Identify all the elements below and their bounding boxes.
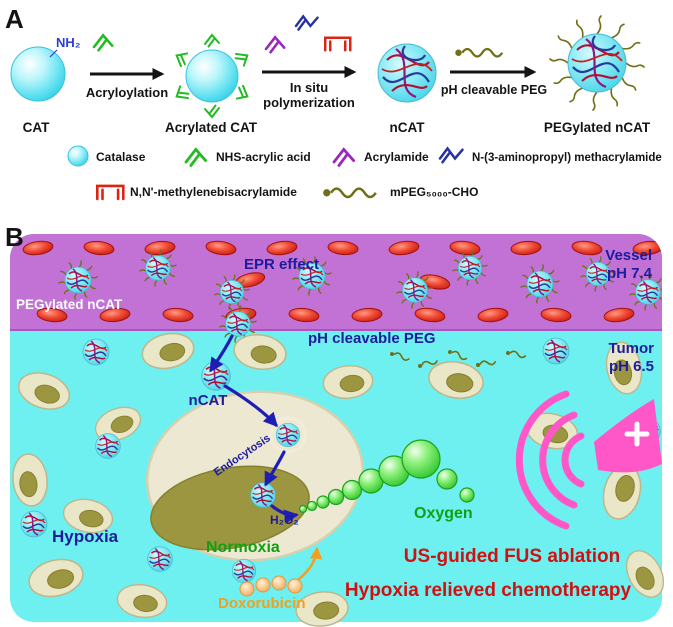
legend-nhs-acrylic-acid: NHS-acrylic acid xyxy=(216,150,311,164)
oxygen-bubbles xyxy=(298,439,475,514)
acrylic-acid-icon xyxy=(92,33,114,52)
acryloylation-label: Acryloylation xyxy=(86,85,168,100)
mpeg-icon xyxy=(454,47,504,58)
vessel-label-line1: Vessel xyxy=(605,247,652,264)
sound-wave-arcs xyxy=(515,390,585,530)
arrow-extravasation xyxy=(209,334,234,373)
cat-name: CAT xyxy=(23,120,50,135)
pegylated-ncat-vessel-label: PEGylated nCAT xyxy=(16,297,123,312)
acrylated-cat-sphere xyxy=(172,34,252,118)
h2o2-label: H₂O₂ xyxy=(270,513,299,527)
legend-catalase: Catalase xyxy=(96,150,146,164)
legend-acrylamide: Acrylamide xyxy=(364,150,429,164)
ultrasound-transducer xyxy=(515,390,662,530)
us-ablation-label: US-guided FUS ablation xyxy=(404,546,620,567)
arrow-h2o2-to-oxygen xyxy=(270,504,299,524)
nh2-bond xyxy=(49,49,58,58)
pegylated-ncat-sphere xyxy=(549,15,645,111)
arrow-intracellular xyxy=(264,450,286,487)
bisacrylamide-icon xyxy=(324,36,352,52)
normoxia-label: Normoxia xyxy=(206,539,280,556)
nanoparticle xyxy=(20,510,48,538)
plus-icon xyxy=(624,421,650,447)
mpeg-legend-icon xyxy=(321,187,378,199)
nh2-label: NH₂ xyxy=(56,35,81,50)
panel-b-label: B xyxy=(5,222,24,252)
ph-cleavable-peg-label: pH cleavable PEG xyxy=(308,330,436,347)
polymerization-label: polymerization xyxy=(263,95,355,110)
nhs-acrylic-acid-icon xyxy=(184,147,208,167)
acrylamide-icon xyxy=(264,35,286,54)
nanoparticle xyxy=(94,432,122,460)
vesicle-nanoparticle xyxy=(275,422,301,448)
hypoxia-label: Hypoxia xyxy=(52,527,119,546)
apma-legend-icon xyxy=(438,147,464,164)
ncat-name: nCAT xyxy=(390,120,426,135)
endocytosis-vesicle xyxy=(269,416,307,454)
legend-mpeg: mPEG₅₀₀₀-CHO xyxy=(390,185,478,199)
vessel-band xyxy=(10,234,662,331)
cat-sphere xyxy=(10,46,66,102)
doxorubicin-spheres xyxy=(239,575,303,597)
pegylated-ncat-name: PEGylated nCAT xyxy=(544,120,651,135)
nanoparticle xyxy=(542,337,570,365)
doxorubicin-arrow xyxy=(297,546,323,581)
acrylamide-legend-icon xyxy=(332,147,356,167)
chemotherapy-label: Hypoxia relieved chemotherapy xyxy=(345,580,632,601)
intracellular-nanoparticle xyxy=(249,481,277,509)
aminopropyl-methacrylamide-icon xyxy=(294,15,319,31)
epr-effect-label: EPR effect xyxy=(244,256,319,273)
nanoparticle xyxy=(231,558,257,584)
in-situ-label: In situ xyxy=(290,80,328,95)
legend-apma: N-(3-aminopropyl) methacrylamide xyxy=(472,152,662,164)
panel-a: A NH₂ Acryloylation In situ polymerizati… xyxy=(5,4,662,201)
vessel-label-line2: pH 7.4 xyxy=(607,265,653,282)
tumor-label-line1: Tumor xyxy=(608,340,654,357)
legend: Catalase NHS-acrylic acid Acrylamide N-(… xyxy=(67,145,662,201)
nanoparticle xyxy=(82,338,110,366)
panel-a-label: A xyxy=(5,4,24,34)
nanoparticle xyxy=(146,545,174,573)
arrow-endocytosis xyxy=(223,384,278,428)
tumor-label-line2: pH 6.5 xyxy=(609,358,654,375)
oxygen-label: Oxygen xyxy=(414,505,473,522)
bisacrylamide-legend-icon xyxy=(96,184,125,201)
ncat-sphere xyxy=(376,42,438,104)
acrylated-cat-name: Acrylated CAT xyxy=(165,120,258,135)
ncat-label: nCAT xyxy=(189,392,228,409)
doxorubicin-label: Doxorubicin xyxy=(218,595,306,612)
ph-cleavable-peg-step-label: pH cleavable PEG xyxy=(441,83,547,97)
catalase-icon xyxy=(67,145,89,167)
panel-b: B PEGylated nCAT EPR effect Vessel pH 7.… xyxy=(5,222,672,627)
legend-bisacrylamide: N,N'-methylenebisacrylamide xyxy=(130,185,297,199)
